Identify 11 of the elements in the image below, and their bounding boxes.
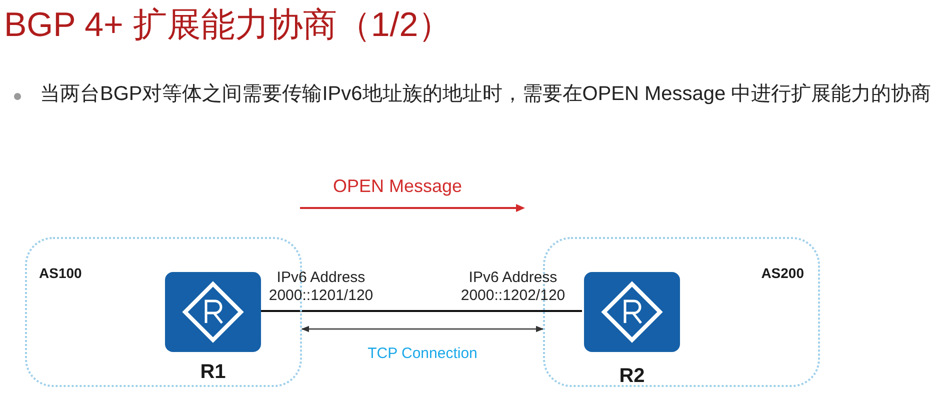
slide-title: BGP 4+ 扩展能力协商（1/2） bbox=[4, 5, 452, 46]
connection-arrow bbox=[301, 326, 544, 332]
address-label: IPv6 Address 2000::1201/120 bbox=[268, 269, 374, 305]
router-label: R1 bbox=[200, 362, 226, 382]
link-line bbox=[259, 310, 582, 312]
as-label: AS200 bbox=[761, 264, 804, 283]
as-label: AS100 bbox=[39, 264, 82, 283]
router-label: R2 bbox=[619, 366, 645, 386]
address-label: IPv6 Address 2000::1202/120 bbox=[460, 269, 566, 305]
bullet-text: 当两台BGP对等体之间需要传输IPv6地址族的地址时，需要在OPEN Message 中进行扩展能力的协商 bbox=[40, 82, 932, 107]
message-label: OPEN Message bbox=[333, 175, 462, 198]
